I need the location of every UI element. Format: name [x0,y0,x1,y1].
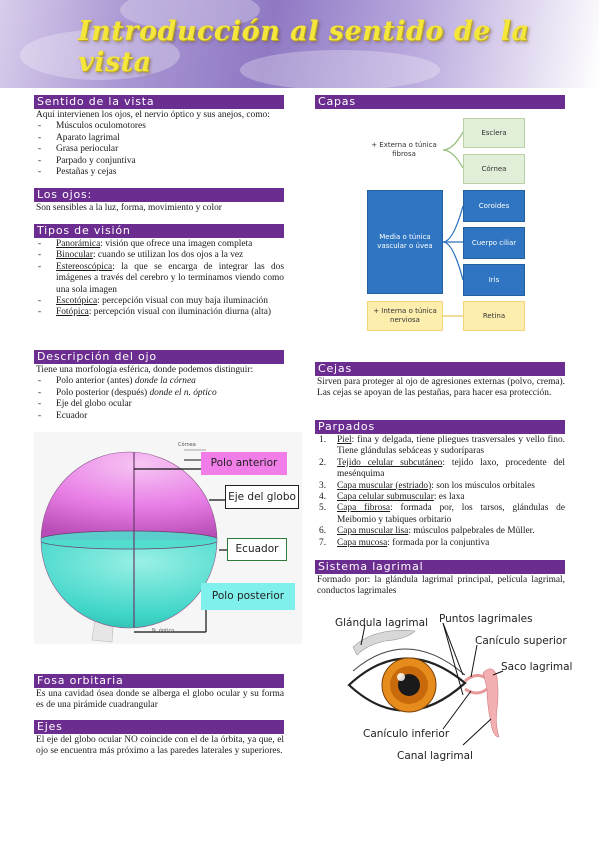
title-banner: Introducción al sentido de la vista [0,0,599,88]
lagrimal-text: Formado por: la glándula lagrimal princi… [317,575,565,597]
list-item: Escotópica: percepción visual con muy ba… [36,296,284,308]
capas-diagram: + Externa o túnica fibrosa Esclera Córne… [315,110,565,340]
ojos-text: Son sensibles a la luz, forma, movimient… [36,203,222,213]
cornea-label: Córnea [178,442,196,448]
capa-cornea: Córnea [463,154,525,184]
caniculo-superior-label: Canículo superior [475,635,567,647]
caniculo-inferior-label: Canículo inferior [363,728,450,740]
lacrimal-eye-illustration [347,622,504,746]
list-item: Binocular: cuando se utilizan los dos oj… [36,250,284,262]
lacrimal-diagram: Glándula lagrimal Puntos lagrimales Caní… [315,605,575,770]
glandula-lagrimal-label: Glándula lagrimal [335,617,428,629]
capa-esclera: Esclera [463,118,525,148]
section-header-parpados: Parpados [315,420,565,434]
list-item: Grasa periocular [36,144,284,156]
eje-globo-label: Eje del globo [225,485,299,509]
ejes-text: El eje del globo ocular NO coincide con … [36,735,284,757]
list-item: Músculos oculomotores [36,121,284,133]
list-item: Polo anterior (antes) donde la córnea [36,376,284,388]
capa-cuerpo-ciliar: Cuerpo ciliar [463,227,525,259]
fosa-text: Es una cavidad ósea donde se alberga el … [36,689,284,711]
parpados-section: 1.Piel: fina y delgada, tiene pliegues t… [317,435,565,549]
tipos-section: Panorámica: visión que ofrece una imagen… [36,239,284,319]
list-item: Aparato lagrimal [36,133,284,145]
section-header-ojos: Los ojos: [34,188,284,202]
sentido-section: Aquí intervienen los ojos, el nervio ópt… [36,110,284,179]
descripcion-intro: Tiene una morfología esférica, donde pod… [36,365,254,375]
list-item: 5.Capa fibrosa: formada por, los tarsos,… [319,503,565,525]
section-header-cejas: Cejas [315,362,565,376]
optic-nerve-label: N. óptico [152,628,175,634]
section-header-capas: Capas [315,95,565,109]
saco-lagrimal-label: Saco lagrimal [501,661,573,673]
capa-interna: + Interna o túnica nerviosa [367,301,443,331]
descripcion-section: Tiene una morfología esférica, donde pod… [36,365,284,422]
capas-connectors [442,131,464,317]
capa-iris: Iris [463,264,525,296]
polo-anterior-label: Polo anterior [201,452,287,475]
list-item: 3.Capa muscular (estriado): son los músc… [319,480,535,491]
section-header-lagrimal: Sistema lagrimal [315,560,565,574]
ecuador-label: Ecuador [227,538,287,561]
section-header-fosa: Fosa orbitaria [34,674,284,688]
list-item: Polo posterior (después) donde el n. ópt… [36,388,284,400]
list-item: Parpado y conjuntiva [36,156,284,168]
capa-externa: + Externa o túnica fibrosa [365,136,443,164]
list-item: Estereoscópica: la que se encarga de int… [36,262,284,296]
section-header-sentido: Sentido de la vista [34,95,284,109]
polo-posterior-label: Polo posterior [201,583,295,610]
list-item: Panorámica: visión que ofrece una imagen… [36,239,284,251]
puntos-lagrimales-label: Puntos lagrimales [439,613,533,625]
capa-coroides: Coroides [463,190,525,222]
capa-media: Media o túnica vascular o úvea [367,190,443,294]
canal-lagrimal-label: Canal lagrimal [397,750,473,762]
list-item: 7.Capa mucosa: formada por la conjuntiva [319,537,490,548]
list-item: 6.Capa muscular lisa: músculos palpebral… [319,526,535,537]
list-item: Eje del globo ocular [36,399,284,411]
section-header-descripcion: Descripción del ojo [34,350,284,364]
cejas-text: Sirven para proteger al ojo de agresione… [317,377,565,399]
list-item: Pestañas y cejas [36,167,284,179]
section-header-tipos: Tipos de visión [34,224,284,238]
page-title: Introducción al sentido de la vista [78,16,530,78]
section-header-ejes: Ejes [34,720,284,734]
list-item: Ecuador [36,411,284,423]
list-item: Fotópica: percepción visual con iluminac… [36,307,284,319]
list-item: 1.Piel: fina y delgada, tiene pliegues t… [319,435,565,457]
list-item: 2.Tejido celular subcutáneo: tejido laxo… [319,457,565,480]
sentido-intro: Aquí intervienen los ojos, el nervio ópt… [36,110,270,120]
capa-retina: Retina [463,301,525,331]
list-item: 4.Capa celular submuscular: es laxa [319,492,465,503]
